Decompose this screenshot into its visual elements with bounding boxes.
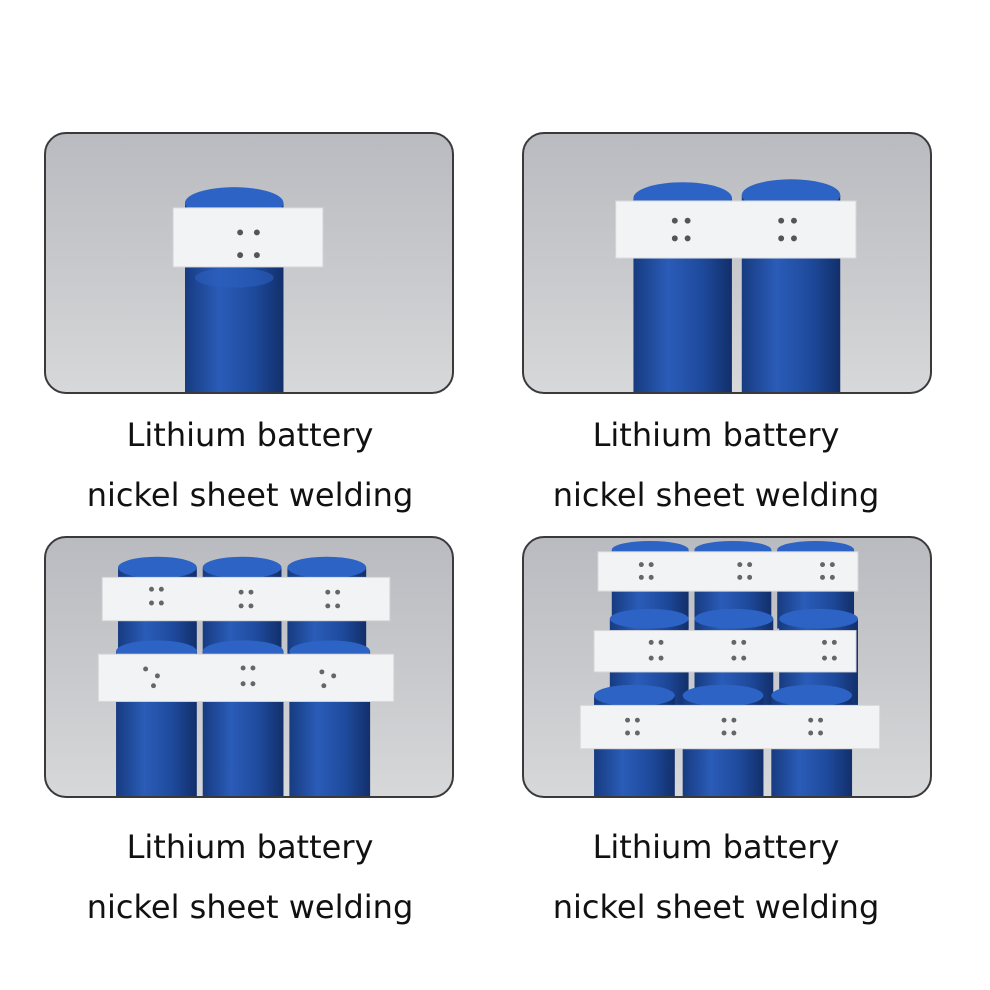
caption-line-2: nickel sheet welding <box>552 476 880 514</box>
weld-spots <box>671 217 797 242</box>
photo-six-cells <box>44 536 454 798</box>
caption-top-left: Lithium battery nickel sheet welding <box>10 405 490 525</box>
nickel-strip <box>579 704 881 750</box>
nickel-strip <box>101 576 391 622</box>
caption-line-1: Lithium battery <box>126 416 374 454</box>
weld-spots <box>625 562 837 736</box>
caption-bottom-left: Lithium battery nickel sheet welding <box>10 817 490 937</box>
caption-top-right: Lithium battery nickel sheet welding <box>476 405 956 525</box>
weld-spots <box>143 586 341 689</box>
weld-spots <box>237 229 260 259</box>
photo-nine-cells <box>522 536 932 798</box>
caption-line-1: Lithium battery <box>592 416 840 454</box>
caption-line-2: nickel sheet welding <box>86 888 414 926</box>
nickel-strip <box>615 200 857 259</box>
nickel-strip <box>172 207 324 268</box>
photo-single-cell <box>44 132 454 394</box>
photo-two-cells <box>522 132 932 394</box>
nickel-strip <box>97 653 395 702</box>
caption-line-1: Lithium battery <box>126 828 374 866</box>
caption-line-2: nickel sheet welding <box>552 888 880 926</box>
nickel-strip <box>593 630 857 673</box>
caption-line-1: Lithium battery <box>592 828 840 866</box>
six-cell-illustration <box>97 556 395 796</box>
two-cell-illustration <box>615 179 857 392</box>
nine-cell-illustration <box>579 540 881 796</box>
caption-line-2: nickel sheet welding <box>86 476 414 514</box>
nickel-strip <box>597 551 859 592</box>
single-cell-illustration <box>172 187 324 392</box>
caption-bottom-right: Lithium battery nickel sheet welding <box>476 817 956 937</box>
